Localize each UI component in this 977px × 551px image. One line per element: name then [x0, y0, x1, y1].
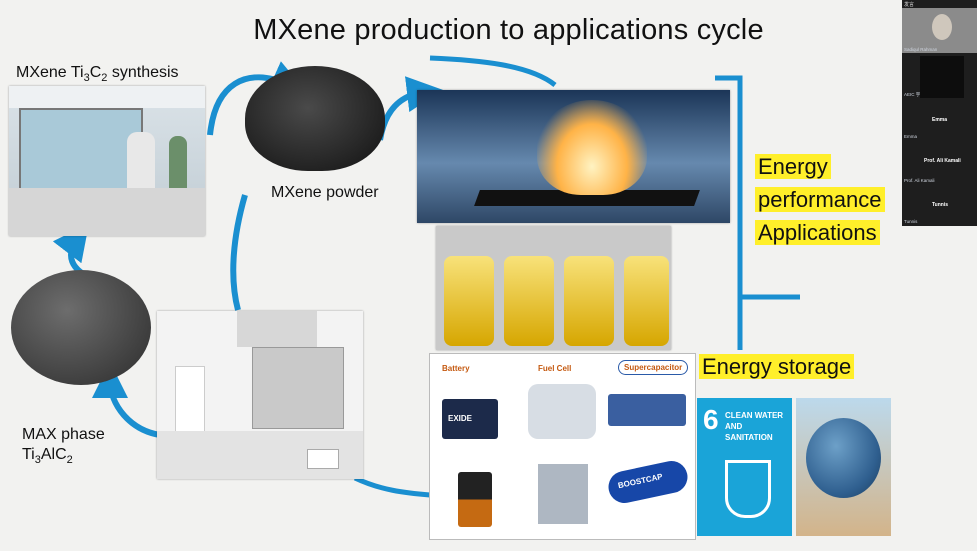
arrow-bottom-loop: [353, 475, 431, 498]
earth-tap-image: [796, 398, 891, 536]
energy-devices-panel: Battery Fuel Cell Supercapacitor EXIDE B…: [429, 353, 696, 540]
max-phase-disk: [11, 270, 151, 385]
arrow-top-loop: [429, 55, 557, 87]
fuel-cell-car-image: [528, 384, 596, 439]
supercapacitor-modules-image: [608, 394, 686, 426]
arrow-furnace-to-max: [92, 362, 161, 438]
water-glass-icon: [725, 460, 771, 518]
energy-perf-line: performance: [755, 187, 885, 212]
oil-bottles-photo: [436, 226, 671, 350]
battery-image: EXIDE: [442, 399, 498, 439]
participant-name[interactable]: Tunnis: [932, 202, 949, 208]
cell-battery-image: [458, 472, 492, 527]
lab-photo: [9, 86, 205, 236]
fuel-cell-label: Fuel Cell: [538, 364, 572, 373]
energy-perf-line: Energy: [755, 154, 831, 179]
energy-storage-label: Energy storage: [699, 354, 855, 379]
participant-caption: Prof. Ali Kamali: [904, 178, 935, 183]
furnace-photo: [157, 311, 363, 479]
energy-performance-label: Energy performance Applications: [755, 150, 885, 249]
slide-title: MXene production to applications cycle: [253, 14, 764, 46]
sdg6-tile: 6 CLEAN WATER AND SANITATION: [697, 398, 792, 536]
arrow-powder-down: [230, 194, 248, 311]
flame-phone-photo: [417, 90, 730, 223]
battery-label: Battery: [442, 364, 470, 373]
powder-label: MXene powder: [271, 184, 379, 201]
speaker-label: 发言: [904, 2, 915, 8]
participant-name: AEIC 宇: [904, 92, 921, 97]
max-phase-label: MAX phase Ti3AlC2: [22, 426, 105, 467]
participant-name: Sadiqul Rahman: [904, 47, 938, 52]
mxene-powder-image: [245, 66, 385, 171]
synthesis-label: MXene Ti3C2 synthesis: [16, 64, 179, 85]
boostcap-image: BOOSTCAP: [605, 458, 691, 506]
participant-name[interactable]: Emma: [932, 117, 948, 123]
participant-caption: Tunnis: [904, 219, 918, 224]
participant-face: [932, 14, 952, 40]
participant-caption: Emma: [904, 134, 918, 139]
meeting-participants-panel: 发言 Sadiqul Rahman AEIC 宇 Emma Emma Prof.…: [902, 0, 977, 226]
energy-perf-line: Applications: [755, 220, 880, 245]
participant-name[interactable]: Prof. Ali Kamali: [924, 158, 961, 164]
participant-video-tile[interactable]: [920, 56, 964, 98]
fuel-cell-diagram: [538, 464, 588, 524]
supercapacitor-label: Supercapacitor: [618, 360, 689, 375]
